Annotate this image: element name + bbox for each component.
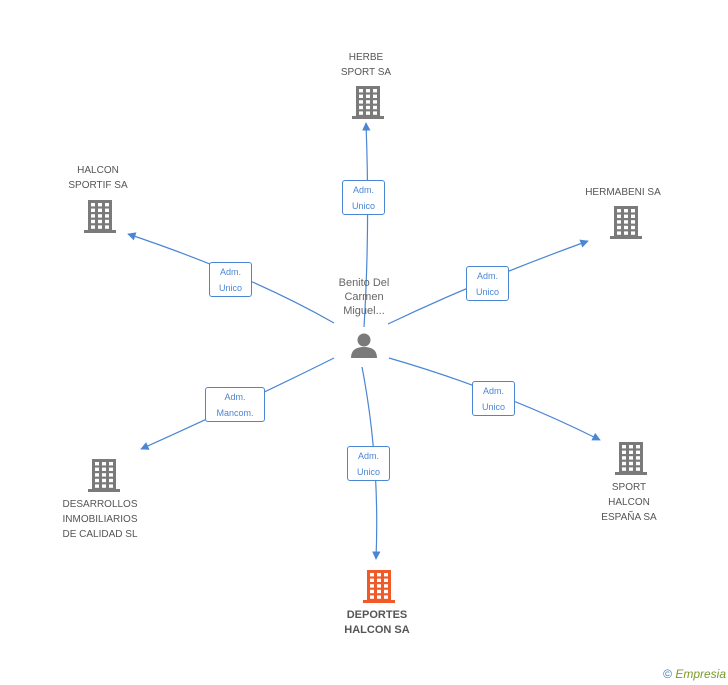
- role-badge-desarrollos[interactable]: Adm. Mancom.: [205, 387, 265, 422]
- role-badge-hermabeni[interactable]: Adm. Unico: [466, 266, 509, 301]
- copyright-icon: ©: [663, 667, 672, 681]
- company-name-herbe[interactable]: HERBE SPORT SA: [340, 52, 392, 78]
- building-icon-desarrollos[interactable]: [88, 459, 120, 492]
- brand-name: Empresia: [675, 667, 726, 681]
- company-name-hermabeni[interactable]: HERMABENI SA: [585, 187, 661, 198]
- building-icon-deportes[interactable]: [363, 570, 395, 603]
- footer-brand[interactable]: © Empresia: [663, 667, 726, 681]
- person-name[interactable]: Benito Del Carmen Miguel...: [338, 277, 390, 317]
- edge-herbe: [362, 122, 371, 328]
- building-icon-hermabeni[interactable]: [610, 206, 642, 239]
- building-icon-herbe[interactable]: [352, 86, 384, 119]
- company-name-sport-halcon[interactable]: SPORT HALCON ESPAÑA SA: [601, 482, 657, 523]
- person-icon[interactable]: [351, 333, 377, 359]
- role-badge-herbe[interactable]: Adm. Unico: [342, 180, 385, 215]
- role-badge-deportes[interactable]: Adm. Unico: [347, 446, 390, 481]
- building-icon-halcon-sportif[interactable]: [84, 200, 116, 233]
- building-icon-sport-halcon[interactable]: [615, 442, 647, 475]
- role-badge-halcon-sportif[interactable]: Adm. Unico: [209, 262, 252, 297]
- company-name-halcon-sportif[interactable]: HALCON SPORTIF SA: [68, 165, 128, 191]
- company-name-deportes[interactable]: DEPORTES HALCON SA: [344, 609, 410, 636]
- company-name-desarrollos[interactable]: DESARROLLOS INMOBILIARIOS DE CALIDAD SL: [62, 499, 138, 540]
- role-badge-sport-halcon[interactable]: Adm. Unico: [472, 381, 515, 416]
